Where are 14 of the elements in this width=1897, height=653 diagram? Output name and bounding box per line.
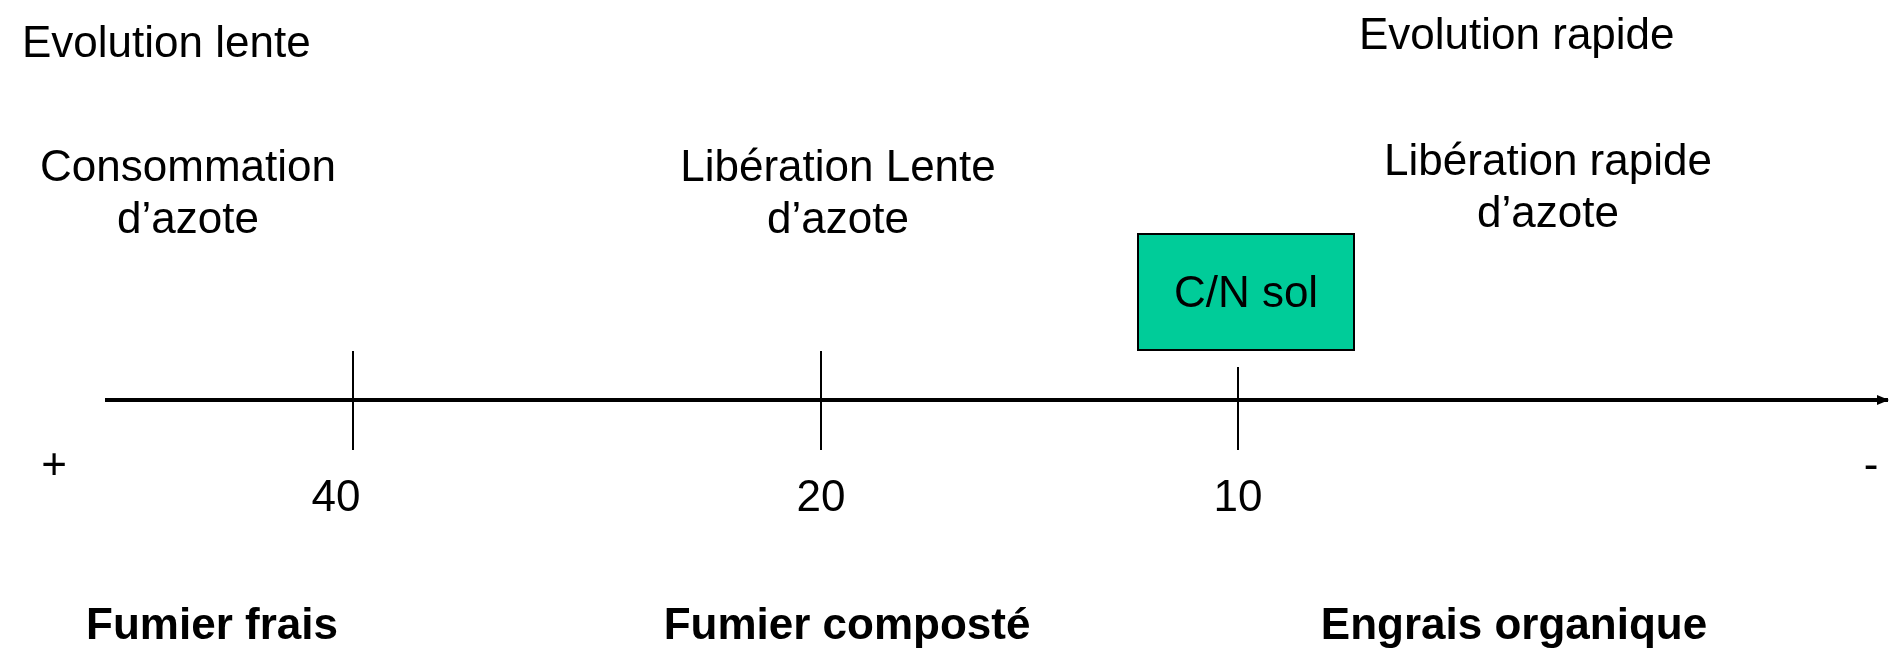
- category-label: Engrais organique: [1320, 598, 1708, 650]
- effect-label: Consommation d’azote: [39, 140, 337, 244]
- effect-label: Libération rapide d’azote: [1383, 134, 1713, 238]
- scale-sign: -: [1863, 438, 1879, 490]
- tick-value: 40: [311, 470, 361, 522]
- category-label: Fumier frais: [86, 598, 338, 650]
- tick-value: 20: [796, 470, 846, 522]
- effect-label: Libération Lente d’azote: [679, 140, 997, 244]
- category-label: Fumier composté: [663, 598, 1031, 650]
- scale-sign: +: [41, 438, 67, 490]
- value-box: C/N sol: [1137, 233, 1355, 351]
- scale-end-label: Evolution lente: [22, 16, 311, 68]
- tick-value: 10: [1213, 470, 1263, 522]
- scale-end-label: Evolution rapide: [1359, 8, 1675, 60]
